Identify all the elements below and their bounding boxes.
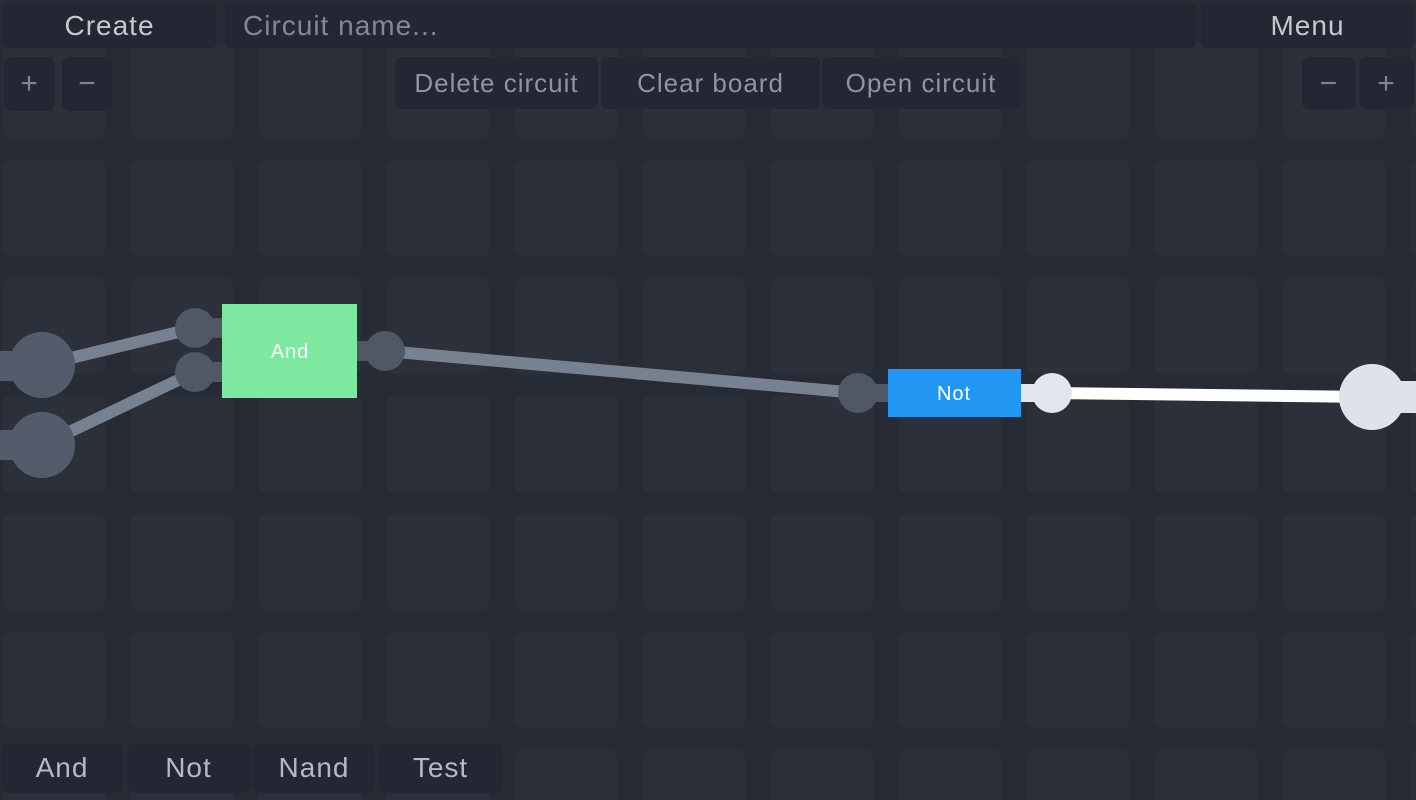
not-gate[interactable] [888, 369, 1021, 417]
zoom-in-left-button[interactable]: + [4, 57, 55, 111]
not-input-pin[interactable] [838, 373, 878, 413]
and-output-pin[interactable] [365, 331, 405, 371]
delete-circuit-button[interactable]: Delete circuit [395, 57, 598, 109]
wire-not-to-output[interactable] [1051, 387, 1373, 403]
output-node[interactable] [1339, 364, 1405, 430]
wire-and-to-not[interactable] [384, 345, 859, 399]
and-input-pin-2[interactable] [175, 352, 215, 392]
toolbox-item-nand[interactable]: Nand [253, 743, 375, 793]
circuit-name-input[interactable] [225, 3, 1196, 48]
and-gate[interactable] [222, 304, 357, 398]
clear-board-button[interactable]: Clear board [601, 57, 820, 109]
create-button[interactable]: Create [2, 3, 217, 48]
menu-button[interactable]: Menu [1201, 3, 1414, 48]
not-gate-label: Not [937, 383, 971, 405]
and-gate-label: And [271, 341, 310, 363]
zoom-out-right-button[interactable]: − [1302, 57, 1356, 110]
open-circuit-button[interactable]: Open circuit [822, 57, 1020, 109]
toolbox-item-and[interactable]: And [1, 743, 123, 793]
toolbox-item-not[interactable]: Not [127, 743, 250, 793]
zoom-out-left-button[interactable]: − [62, 57, 113, 111]
and-input-pin-1[interactable] [175, 308, 215, 348]
toolbox-item-test[interactable]: Test [378, 743, 503, 793]
input-node-2[interactable] [9, 412, 75, 478]
input-node-1[interactable] [9, 332, 75, 398]
zoom-in-right-button[interactable]: + [1359, 57, 1414, 110]
not-output-pin[interactable] [1032, 373, 1072, 413]
